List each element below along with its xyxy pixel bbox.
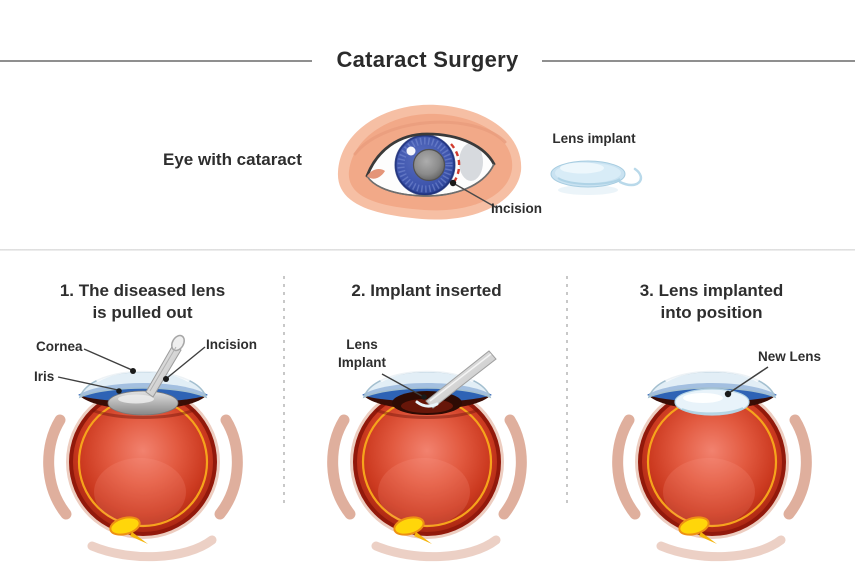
lens-implant-illustration — [550, 160, 642, 195]
step-3-title-line1: 3. Lens implanted — [639, 281, 784, 300]
steps-section: 1. The diseased lens is pulled out — [0, 250, 855, 570]
iris-label: Iris — [34, 369, 55, 384]
step-3-title-line2: into position — [660, 303, 763, 322]
cataract-pupil-icon — [412, 148, 446, 182]
eyeball-cross-section-step3 — [612, 368, 812, 562]
eye-with-cataract-illustration — [337, 104, 522, 220]
panel-divider-2 — [566, 276, 568, 504]
title-rule-left — [0, 60, 312, 62]
eyeball-cross-section-step2 — [327, 368, 527, 562]
optic-nerve-icon — [109, 516, 141, 536]
cornea-label: Cornea — [36, 339, 83, 354]
lens-implant-label: Lens implant — [552, 131, 636, 146]
step-2-title-line1: 2. Implant inserted — [351, 281, 502, 300]
step-1-title-line1: 1. The diseased lens — [59, 281, 226, 300]
incision-label-step1: Incision — [206, 337, 258, 352]
section-divider — [0, 249, 855, 251]
optic-nerve-icon — [678, 516, 710, 536]
incision-dashed-mark — [450, 143, 461, 183]
incision-label-overview: Incision — [491, 201, 543, 216]
optic-nerve-icon — [393, 516, 425, 536]
step-2-title: 2. Implant inserted — [285, 250, 568, 302]
title-rule-right — [542, 60, 855, 62]
new-lens-label: New Lens — [758, 349, 822, 364]
lens-implant-label-line1: Lens — [346, 337, 378, 352]
step-1-panel: 1. The diseased lens is pulled out — [0, 250, 285, 570]
page-title: Cataract Surgery — [336, 47, 519, 72]
step-3-panel: 3. Lens implanted into position — [568, 250, 855, 570]
step-3-title: 3. Lens implanted into position — [568, 250, 855, 324]
step-2-panel: 2. Implant inserted — [285, 250, 568, 570]
lens-implant-label-line2: Implant — [337, 355, 386, 370]
eye-with-cataract-label: Eye with cataract — [163, 150, 302, 169]
step-1-title-line2: is pulled out — [92, 303, 193, 322]
step-1-title: 1. The diseased lens is pulled out — [0, 250, 285, 324]
panel-divider-1 — [283, 276, 285, 504]
eyeball-cross-section-step1 — [43, 368, 243, 562]
lens-implant-label-step2: Lens Implant — [323, 336, 401, 372]
